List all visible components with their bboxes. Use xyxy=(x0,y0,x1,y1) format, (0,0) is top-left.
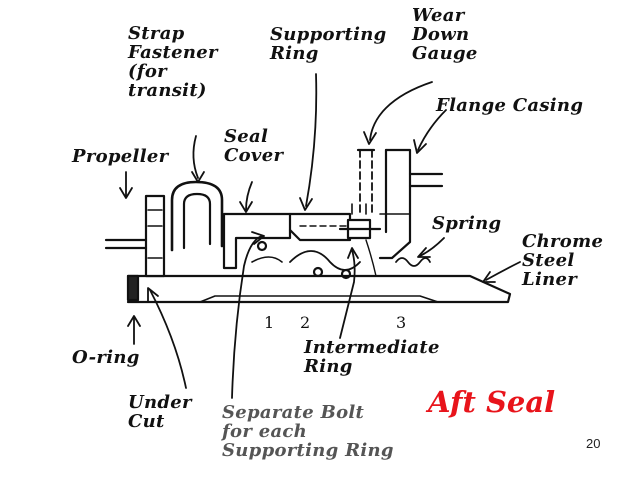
label-intermediate-ring: Intermediate Ring xyxy=(304,337,440,377)
label-supporting-ring: Supporting Ring xyxy=(270,24,387,64)
label-wear-down-gauge: Wear Down Gauge xyxy=(412,5,478,64)
page-number: 20 xyxy=(586,436,601,451)
o-ring-shape xyxy=(126,274,140,302)
spring-shape xyxy=(365,239,431,277)
label-seal-cover: Seal Cover xyxy=(224,126,284,166)
label-propeller: Propeller xyxy=(72,146,169,167)
supporting-ring-shape xyxy=(288,212,361,280)
label-separate-bolt: Separate Bolt for each Supporting Ring xyxy=(222,402,394,461)
leader-lines xyxy=(119,73,521,399)
label-strap-fastener: Strap Fastener (for transit) xyxy=(128,23,218,101)
wear-down-gauge-shape xyxy=(356,148,376,213)
label-chrome-steel-liner: Chrome Steel Liner xyxy=(522,231,604,290)
label-flange-casing: Flange Casing xyxy=(436,95,584,116)
flange-casing-shape xyxy=(378,148,444,260)
strap-fastener-shape xyxy=(170,180,224,252)
bolt-shape xyxy=(338,203,382,240)
marker-1: 1 xyxy=(264,313,275,332)
marker-3: 3 xyxy=(396,313,407,332)
label-o-ring: O-ring xyxy=(72,347,140,368)
slide-title: Aft Seal xyxy=(428,385,556,419)
propeller-hub-shape xyxy=(104,194,166,278)
label-under-cut: Under Cut xyxy=(128,392,192,432)
label-spring: Spring xyxy=(432,213,502,234)
marker-2: 2 xyxy=(300,313,311,332)
chrome-steel-liner-shape xyxy=(126,274,512,304)
